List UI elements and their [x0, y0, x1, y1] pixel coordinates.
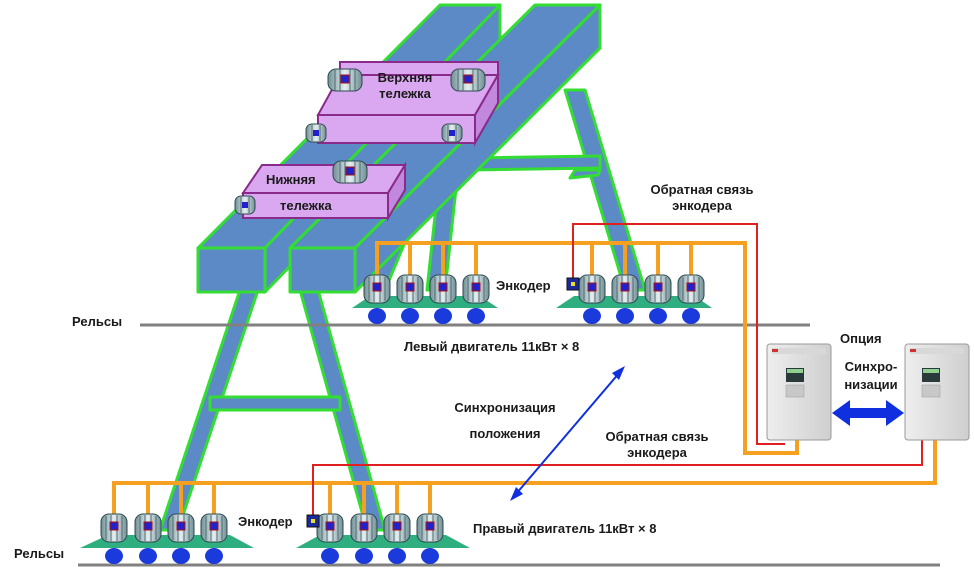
wheel-icon: [172, 548, 190, 564]
motor-icon: [383, 513, 411, 543]
inverter-left: [766, 343, 832, 441]
inverter-right: [904, 343, 970, 441]
motor-icon: [416, 513, 444, 543]
trolley-motor-icon: [441, 123, 463, 143]
motor-icon: [611, 274, 639, 304]
wheel-icon: [467, 308, 485, 324]
trolley-motor-icon: [450, 68, 486, 92]
wheel-icon: [205, 548, 223, 564]
option-label: Опция: [840, 331, 882, 346]
motor-icon: [316, 513, 344, 543]
encoder-feedback-label-top: Обратная связь энкодера: [650, 182, 754, 213]
motor-icon: [363, 274, 391, 304]
lower-trolley: [234, 160, 407, 222]
wheel-icon: [434, 308, 452, 324]
motor-icon: [578, 274, 606, 304]
wheel-icon: [583, 308, 601, 324]
trolley-motor-icon: [234, 195, 256, 215]
motor-icon: [167, 513, 195, 543]
rails-label-bottom: Рельсы: [14, 546, 65, 561]
wheel-icon: [105, 548, 123, 564]
lower-trolley-label-line2: тележка: [280, 198, 332, 213]
motor-icon: [644, 274, 672, 304]
encoder-label-top: Энкодер: [496, 278, 551, 293]
wheel-icon: [682, 308, 700, 324]
position-sync-label: Синхронизация положения: [454, 400, 556, 441]
right-motor-label: Правый двигатель 11кВт × 8: [473, 521, 657, 536]
rails-label-top: Рельсы: [72, 314, 123, 329]
wheel-icon: [388, 548, 406, 564]
trolley-motor-icon: [327, 68, 363, 92]
encoder-feedback-label-bottom: Обратная связь энкодера: [605, 429, 709, 460]
position-sync-arrow: [510, 366, 625, 501]
motor-icon: [396, 274, 424, 304]
wheel-icon: [321, 548, 339, 564]
motor-icon: [429, 274, 457, 304]
trolley-motor-icon: [305, 123, 327, 143]
upper-trolley-label: Верхняя тележка: [377, 70, 433, 101]
wheel-icon: [421, 548, 439, 564]
motor-icon: [200, 513, 228, 543]
wheel-icon: [368, 308, 386, 324]
wheel-icon: [649, 308, 667, 324]
lower-trolley-label-line1: Нижняя: [266, 172, 316, 187]
left-motor-label: Левый двигатель 11кВт × 8: [404, 339, 580, 354]
motor-icon: [134, 513, 162, 543]
wheel-icon: [139, 548, 157, 564]
left-motor-bogie: [352, 274, 712, 324]
encoder-label-bottom: Энкодер: [238, 514, 293, 529]
encoder-feedback-line: [312, 223, 923, 520]
wheel-icon: [355, 548, 373, 564]
motor-icon: [462, 274, 490, 304]
wheel-icon: [401, 308, 419, 324]
sync-option-label: Синхро- низации: [844, 359, 898, 392]
wheel-icon: [616, 308, 634, 324]
sync-option-arrow: [832, 400, 904, 426]
motor-icon: [350, 513, 378, 543]
upper-trolley: [305, 61, 500, 147]
right-motor-bogie: [80, 513, 470, 564]
motor-icon: [100, 513, 128, 543]
trolley-motor-icon: [332, 160, 368, 184]
motor-icon: [677, 274, 705, 304]
